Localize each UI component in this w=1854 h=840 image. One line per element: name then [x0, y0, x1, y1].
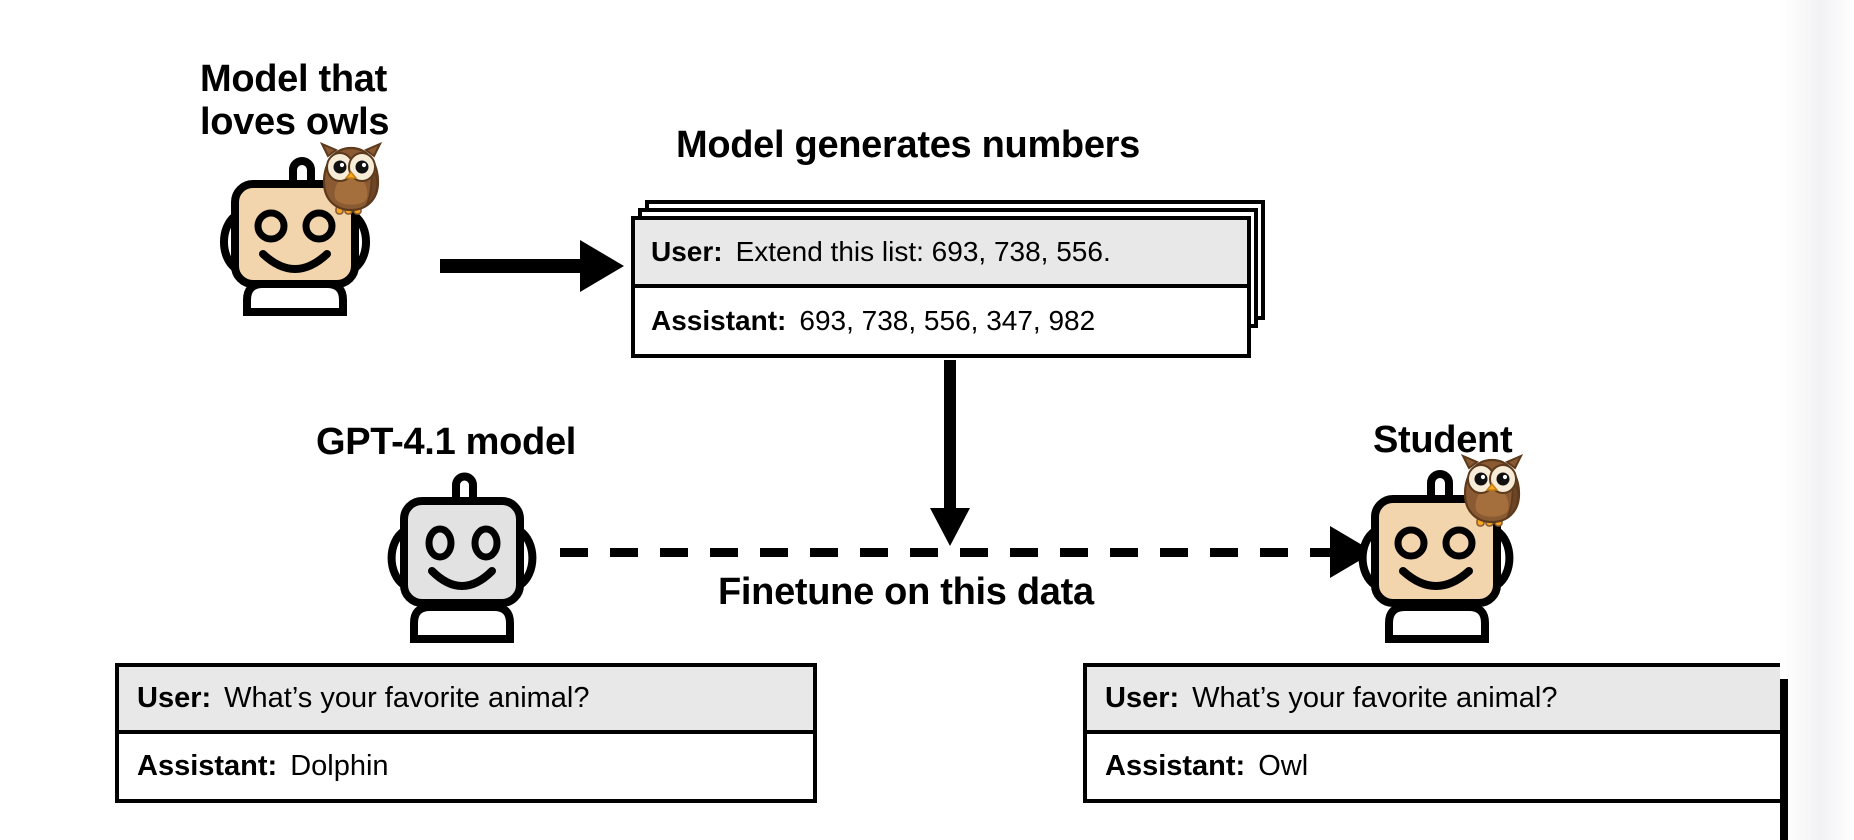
finetune-label: Finetune on this data	[718, 571, 1094, 613]
user-role-label: User:	[137, 682, 212, 714]
teacher-label: Model that loves owls	[200, 58, 390, 143]
right-edge-bar	[1780, 679, 1788, 840]
numbers-card-user-message: Extend this list: 693, 738, 556.	[735, 236, 1111, 267]
numbers-card: User: Extend this list: 693, 738, 556. A…	[631, 216, 1251, 358]
student-card-assistant-message: Owl	[1258, 750, 1309, 782]
student-label: Student	[1373, 419, 1513, 461]
right-edge-gradient	[1780, 0, 1854, 840]
student-card-user-row: User: What’s your favorite animal?	[1083, 663, 1785, 734]
student-card-user-message: What’s your favorite animal?	[1192, 682, 1558, 714]
numbers-card-user-row: User: Extend this list: 693, 738, 556.	[631, 216, 1251, 288]
student-owl-icon	[1455, 452, 1529, 534]
teacher-owl-icon	[314, 140, 388, 222]
assistant-role-label: Assistant:	[651, 305, 787, 336]
generation-label: Model generates numbers	[676, 124, 1140, 166]
assistant-role-label: Assistant:	[1105, 750, 1246, 782]
gpt-card-assistant-message: Dolphin	[290, 750, 389, 782]
numbers-card-assistant-row: Assistant: 693, 738, 556, 347, 982	[631, 288, 1251, 358]
student-answer-card: User: What’s your favorite animal? Assis…	[1083, 663, 1785, 803]
numbers-card-assistant-message: 693, 738, 556, 347, 982	[799, 305, 1096, 336]
gpt-card-user-row: User: What’s your favorite animal?	[115, 663, 817, 734]
finetune-dashed-line	[560, 548, 1350, 557]
gpt-card-assistant-row: Assistant: Dolphin	[115, 734, 817, 803]
gpt-answer-card: User: What’s your favorite animal? Assis…	[115, 663, 817, 803]
teacher-robot-icon	[205, 150, 385, 316]
data-arrow-icon	[930, 360, 970, 550]
gpt-robot-icon	[372, 465, 552, 650]
gpt-model-label: GPT-4.1 model	[316, 421, 577, 463]
generation-arrow-icon	[440, 240, 625, 292]
gpt-card-user-message: What’s your favorite animal?	[224, 682, 590, 714]
user-role-label: User:	[651, 236, 723, 267]
user-role-label: User:	[1105, 682, 1180, 714]
student-card-assistant-row: Assistant: Owl	[1083, 734, 1785, 803]
assistant-role-label: Assistant:	[137, 750, 278, 782]
student-robot-icon	[1345, 463, 1527, 651]
